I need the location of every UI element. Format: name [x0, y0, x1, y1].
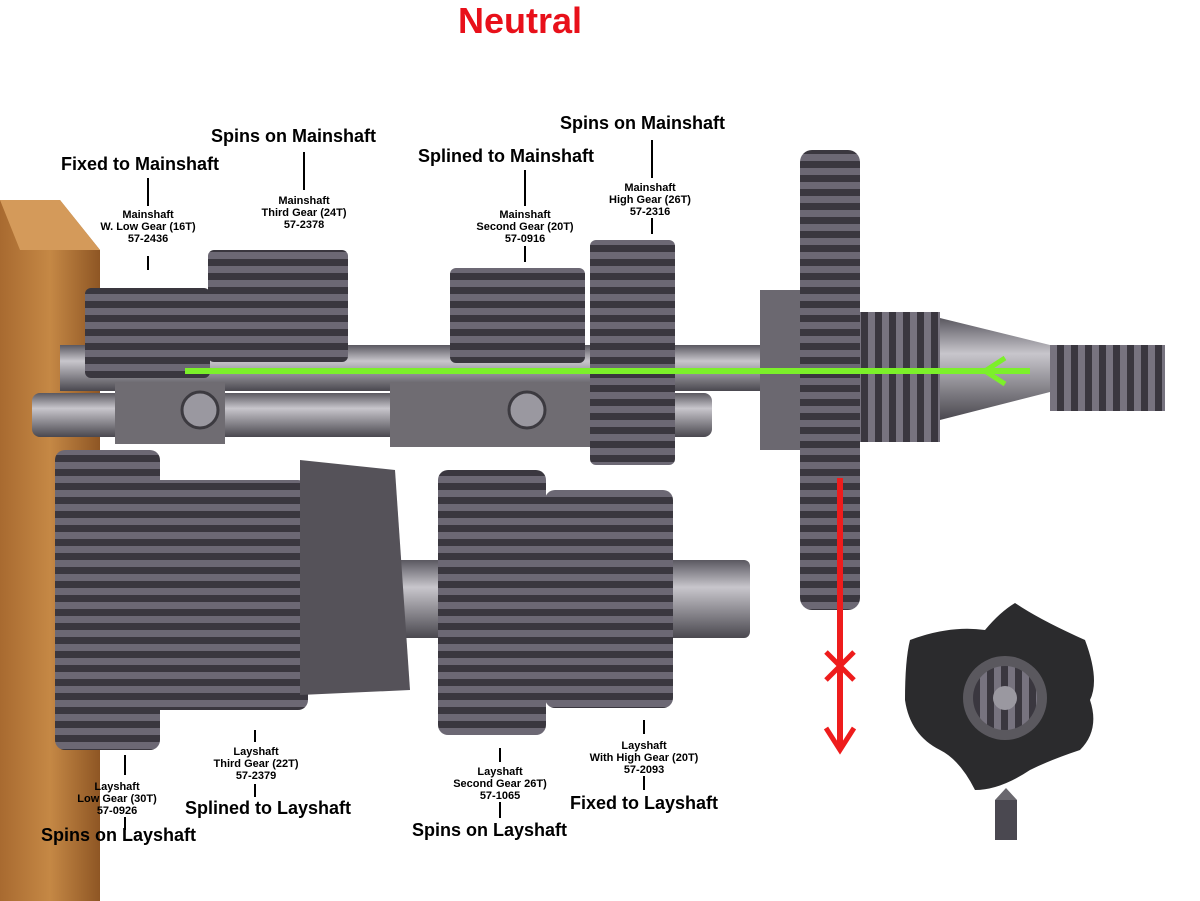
label-line: Mainshaft [278, 195, 330, 207]
mainshaft-low-gear-label: Mainshaft W. Low Gear (16T) 57-2436 [78, 209, 218, 245]
layshaft-third-gear [148, 460, 410, 710]
mainshaft-second-gear-status: Splined to Mainshaft [418, 146, 595, 166]
layshaft-third-gear-status: Splined to Layshaft [185, 798, 352, 818]
mainshaft-low-gear [85, 288, 210, 378]
part-number: 57-2379 [235, 770, 277, 782]
mainshaft-third-gear [208, 250, 348, 362]
green-drive-arrow-icon [185, 355, 1030, 387]
label-line: Mainshaft [499, 209, 551, 221]
selector-rod [32, 382, 712, 447]
label-line: Layshaft [621, 740, 667, 752]
label-line: Second Gear (20T) [476, 221, 574, 233]
label-line: Third Gear (22T) [213, 758, 299, 770]
part-number: 57-2378 [283, 219, 325, 231]
part-number: 57-0916 [504, 233, 546, 245]
layshaft-third-gear-label: Layshaft Third Gear (22T) 57-2379 [182, 746, 330, 782]
mainshaft-third-gear-status: Spins on Mainshaft [211, 126, 377, 146]
layshaft-high-gear [545, 490, 673, 708]
label-line: W. Low Gear (16T) [100, 221, 196, 233]
layshaft-second-gear [438, 470, 546, 735]
label-line: Layshaft [477, 766, 523, 778]
label-line: High Gear (26T) [609, 194, 691, 206]
label-line: Third Gear (24T) [261, 207, 347, 219]
layshaft-high-gear-label: Layshaft With High Gear (20T) 57-2093 [570, 740, 718, 776]
mainshaft-second-gear [450, 268, 585, 363]
part-number: 57-1065 [479, 790, 521, 802]
part-number: 57-2316 [629, 206, 671, 218]
layshaft-high-gear-status: Fixed to Layshaft [570, 793, 719, 813]
label-line: With High Gear (20T) [589, 752, 699, 764]
label-line: Layshaft [233, 746, 279, 758]
part-number: 57-0926 [96, 805, 138, 817]
page-title: Neutral [457, 0, 583, 41]
label-line: Mainshaft [122, 209, 174, 221]
label-line: Second Gear 26T) [453, 778, 547, 790]
leader-lines [124, 140, 653, 830]
part-number: 57-2436 [127, 233, 169, 245]
label-line: Low Gear (30T) [77, 793, 157, 805]
layshaft-second-gear-status: Spins on Layshaft [412, 820, 568, 840]
mainshaft-third-gear-label: Mainshaft Third Gear (24T) 57-2378 [234, 195, 374, 231]
part-number: 57-2093 [623, 764, 665, 776]
mainshaft-second-gear-label: Mainshaft Second Gear (20T) 57-0916 [455, 209, 595, 245]
sprocket [760, 150, 940, 610]
mainshaft-low-gear-status: Fixed to Mainshaft [61, 154, 220, 174]
mainshaft-high-gear [590, 240, 675, 465]
layshaft-low-gear-label: Layshaft Low Gear (30T) 57-0926 [47, 781, 187, 817]
label-line: Layshaft [94, 781, 140, 793]
cam-plate-icon [905, 603, 1094, 840]
mainshaft-high-gear-label: Mainshaft High Gear (26T) 57-2316 [580, 182, 720, 218]
red-blocked-arrow-icon [823, 478, 857, 755]
label-line: Mainshaft [624, 182, 676, 194]
layshaft-second-gear-label: Layshaft Second Gear 26T) 57-1065 [430, 766, 570, 802]
mainshaft-high-gear-status: Spins on Mainshaft [560, 113, 726, 133]
layshaft-low-gear-status: Spins on Layshaft [41, 825, 197, 845]
layshaft-low-gear [55, 450, 160, 750]
